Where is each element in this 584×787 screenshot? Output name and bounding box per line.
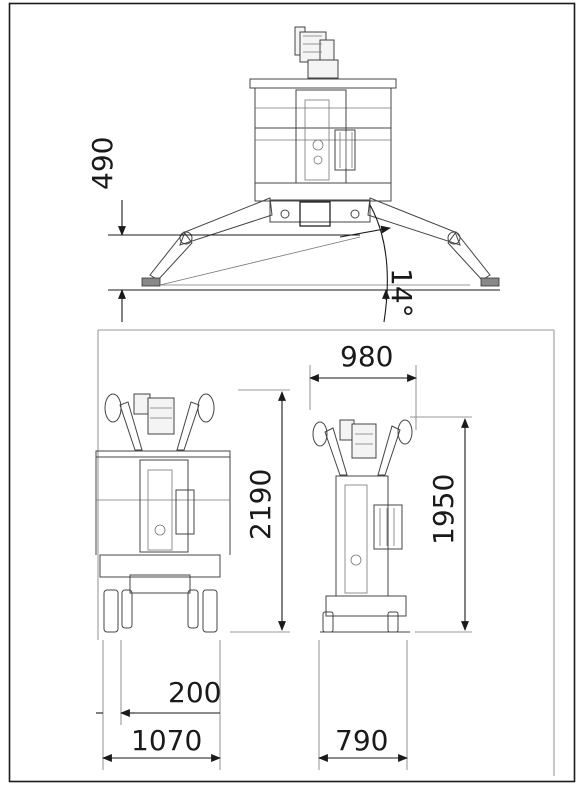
dim-1950-label: 1950 — [427, 474, 460, 545]
dim-490-label: 490 — [86, 137, 119, 190]
dim-1070-label: 1070 — [131, 724, 202, 757]
chassis — [269, 199, 371, 227]
left-outrigger — [141, 197, 273, 287]
angle-arc — [369, 204, 388, 323]
boom-motor — [294, 26, 339, 79]
dim-200-label: 200 — [168, 676, 221, 709]
folded-side-view: 980 1950 790 — [309, 340, 472, 770]
right-outrigger — [367, 197, 500, 287]
front-view-outriggers: 490 14° — [86, 26, 500, 323]
folded-front-view: 2190 200 1070 — [95, 389, 290, 770]
dim-2190-label: 2190 — [244, 469, 277, 540]
drawing-border — [8, 2, 576, 783]
dim-790-label: 790 — [335, 724, 388, 757]
dim-angle-label: 14° — [385, 268, 418, 318]
dim-980-label: 980 — [340, 340, 393, 373]
basket-cage — [249, 78, 397, 202]
